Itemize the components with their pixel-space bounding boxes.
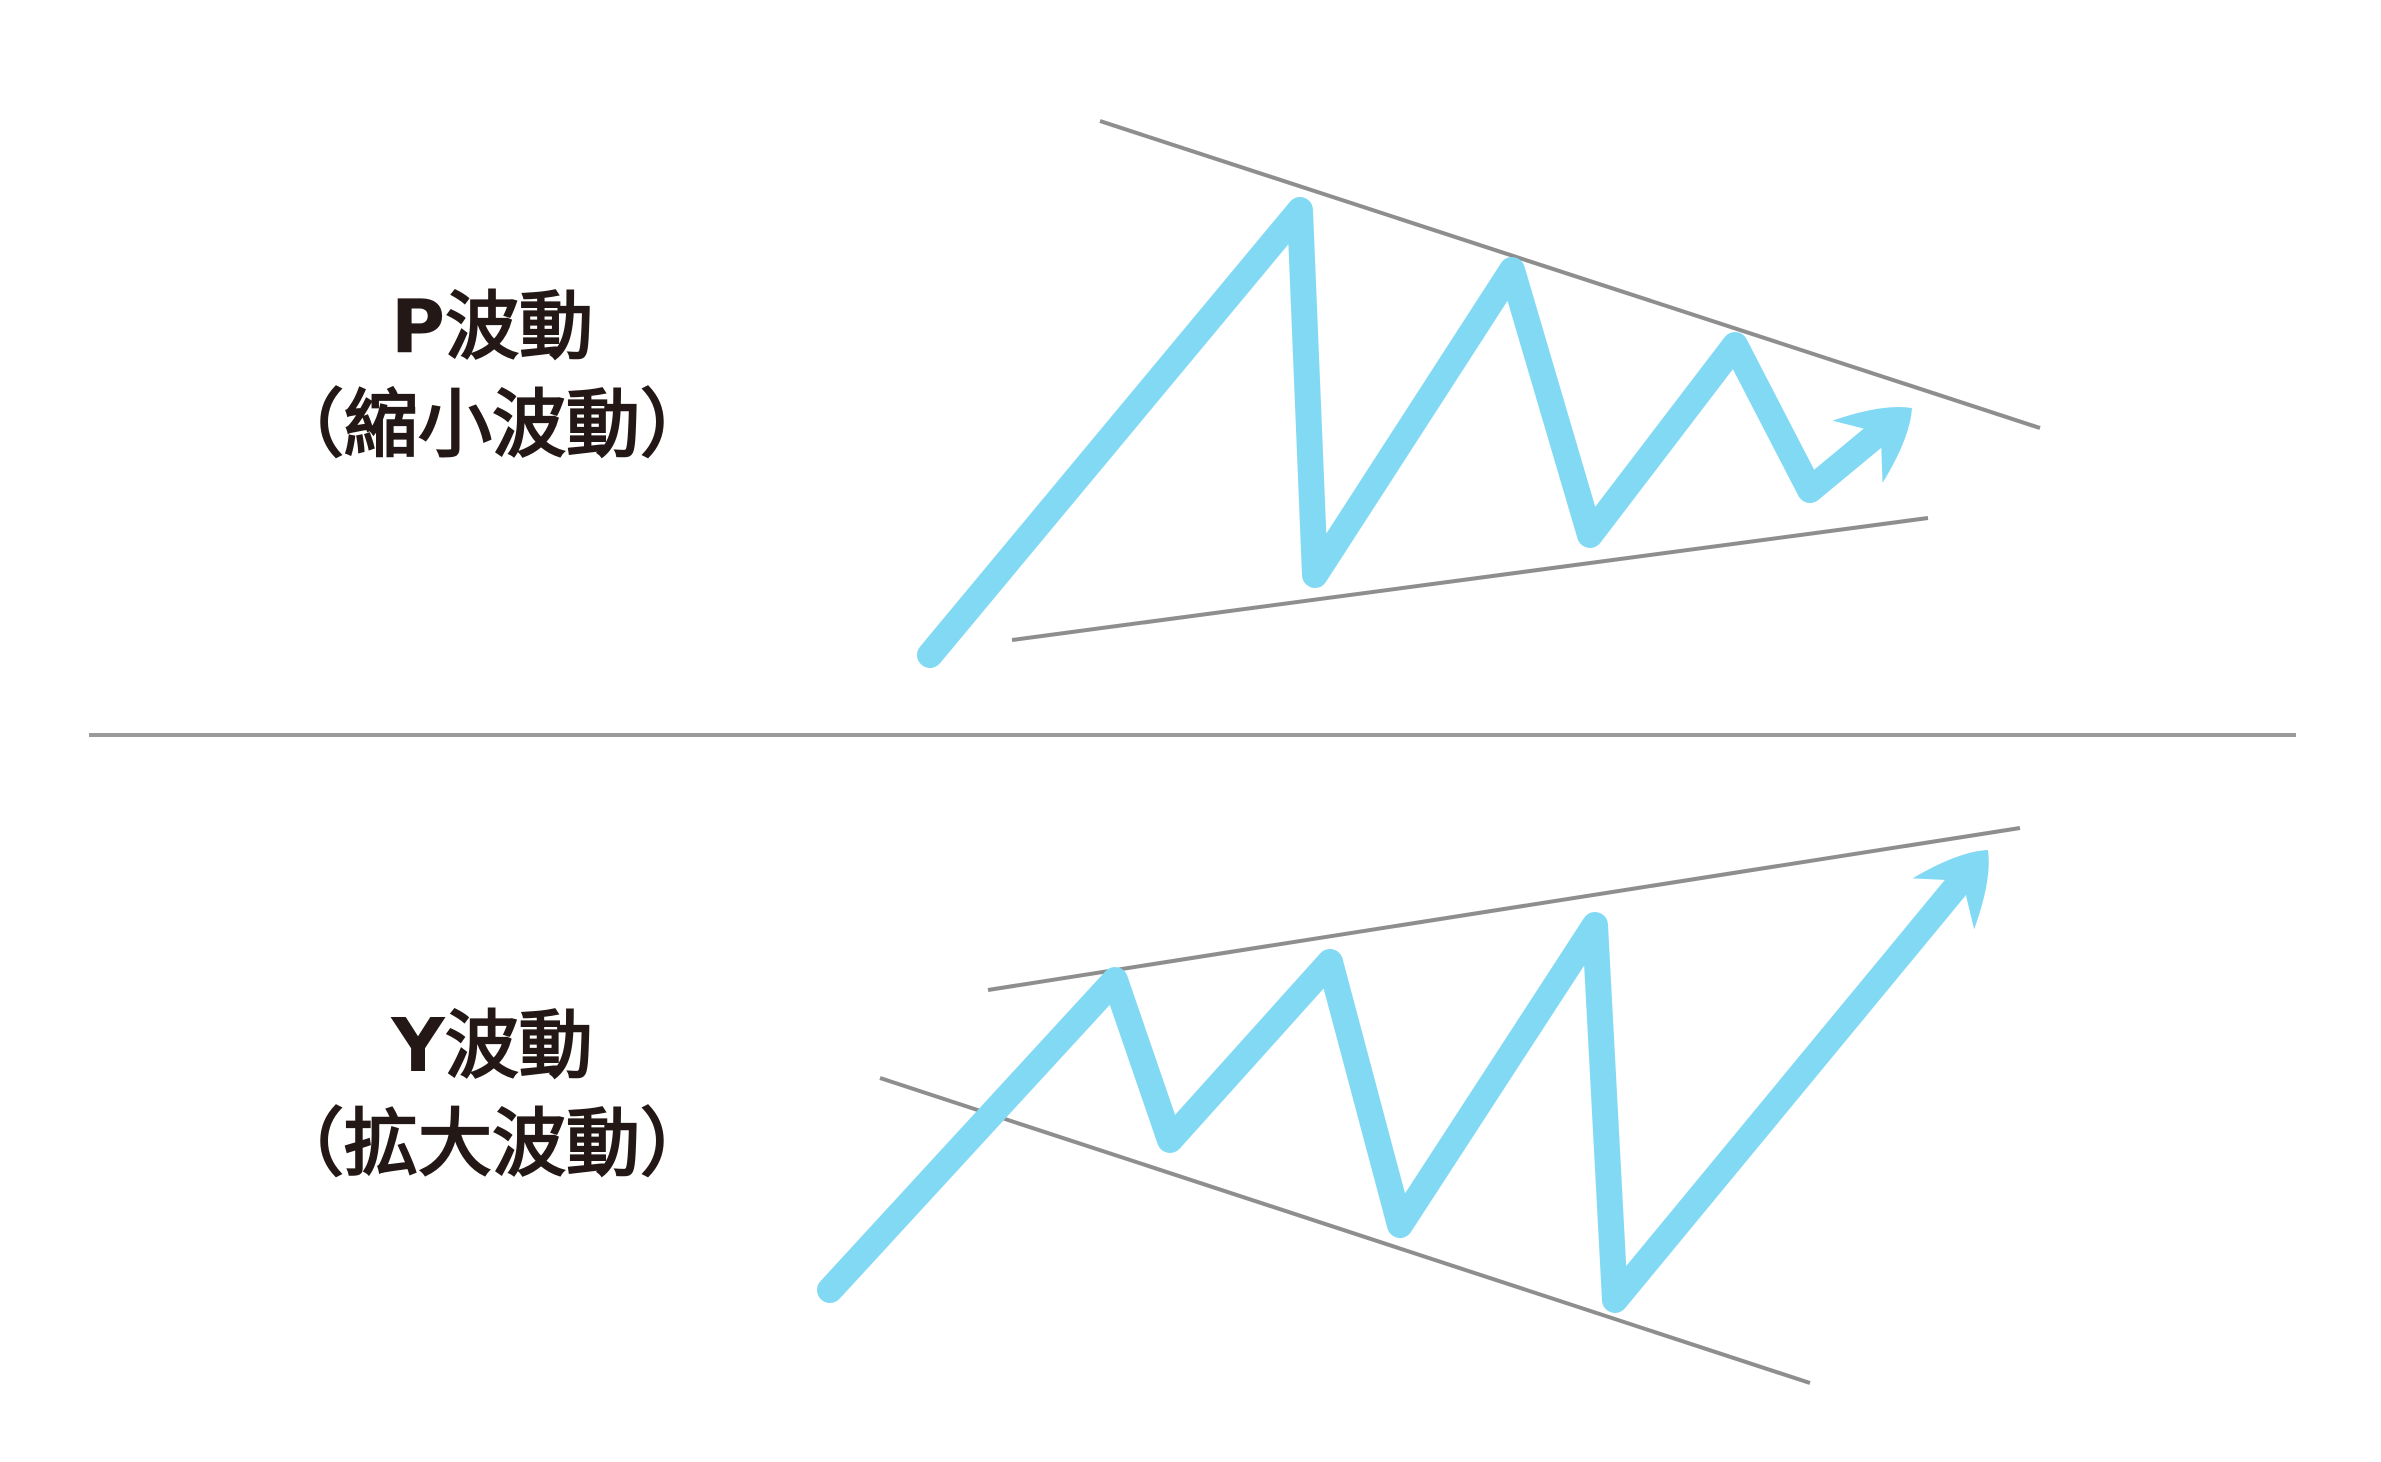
p-upper-trendline (1099, 119, 2041, 430)
y-wave-figure (817, 826, 2021, 1385)
p-wave-figure (917, 119, 2041, 668)
y-wave-subtitle: （拡大波動） (270, 1101, 714, 1187)
p-wave-label: P波動 （縮小波動） (262, 278, 722, 474)
y-wave-label: Y波動 （拡大波動） (262, 997, 722, 1193)
y-wave-title: Y波動 (391, 1003, 593, 1089)
y-upper-trendline (987, 826, 2021, 992)
y-arrowhead-icon (1912, 850, 1989, 930)
p-lower-trendline (1011, 516, 1929, 642)
p-wave-title: P波動 (390, 284, 594, 370)
p-arrowhead-icon (1832, 407, 1912, 484)
p-wave-subtitle: （縮小波動） (270, 382, 714, 468)
y-wave-zigzag (817, 875, 1968, 1313)
p-wave-zigzag (917, 197, 1893, 668)
y-lower-trendline (879, 1076, 1811, 1385)
